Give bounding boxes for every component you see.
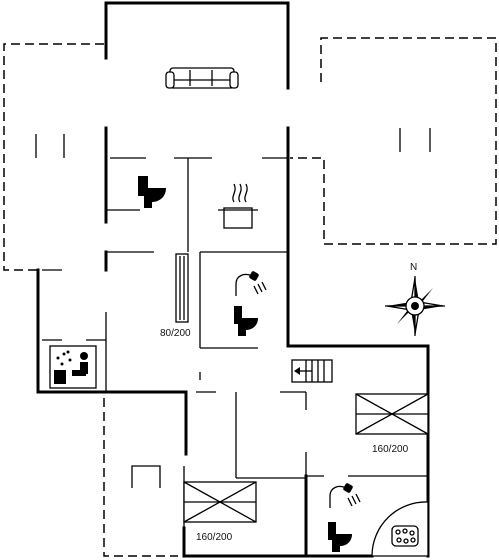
- terrace-outlines: [3, 37, 497, 557]
- sofa-icon: [165, 67, 239, 89]
- toilet-icon: [234, 306, 258, 336]
- double-bed-label: 160/200: [196, 532, 233, 543]
- hot-tub-icon: [371, 501, 429, 557]
- toilet-icon: [328, 522, 352, 552]
- compass-rose-icon: [385, 276, 445, 336]
- interior-walls: [35, 128, 431, 528]
- double-bed-icon: [183, 481, 257, 523]
- compass-north-label: N: [410, 262, 417, 273]
- shower-icon: [329, 483, 361, 508]
- sauna-icon: [49, 345, 97, 389]
- bunk-bed-label: 80/200: [160, 328, 191, 339]
- double-bed-label: 160/200: [372, 444, 409, 455]
- toilet-icon: [138, 176, 166, 208]
- staircase-icon: [291, 359, 333, 383]
- double-bed-icon: [355, 393, 429, 435]
- cooking-pot-icon: [218, 183, 258, 229]
- shower-icon: [235, 271, 267, 296]
- bunk-bed-icon: [175, 253, 189, 323]
